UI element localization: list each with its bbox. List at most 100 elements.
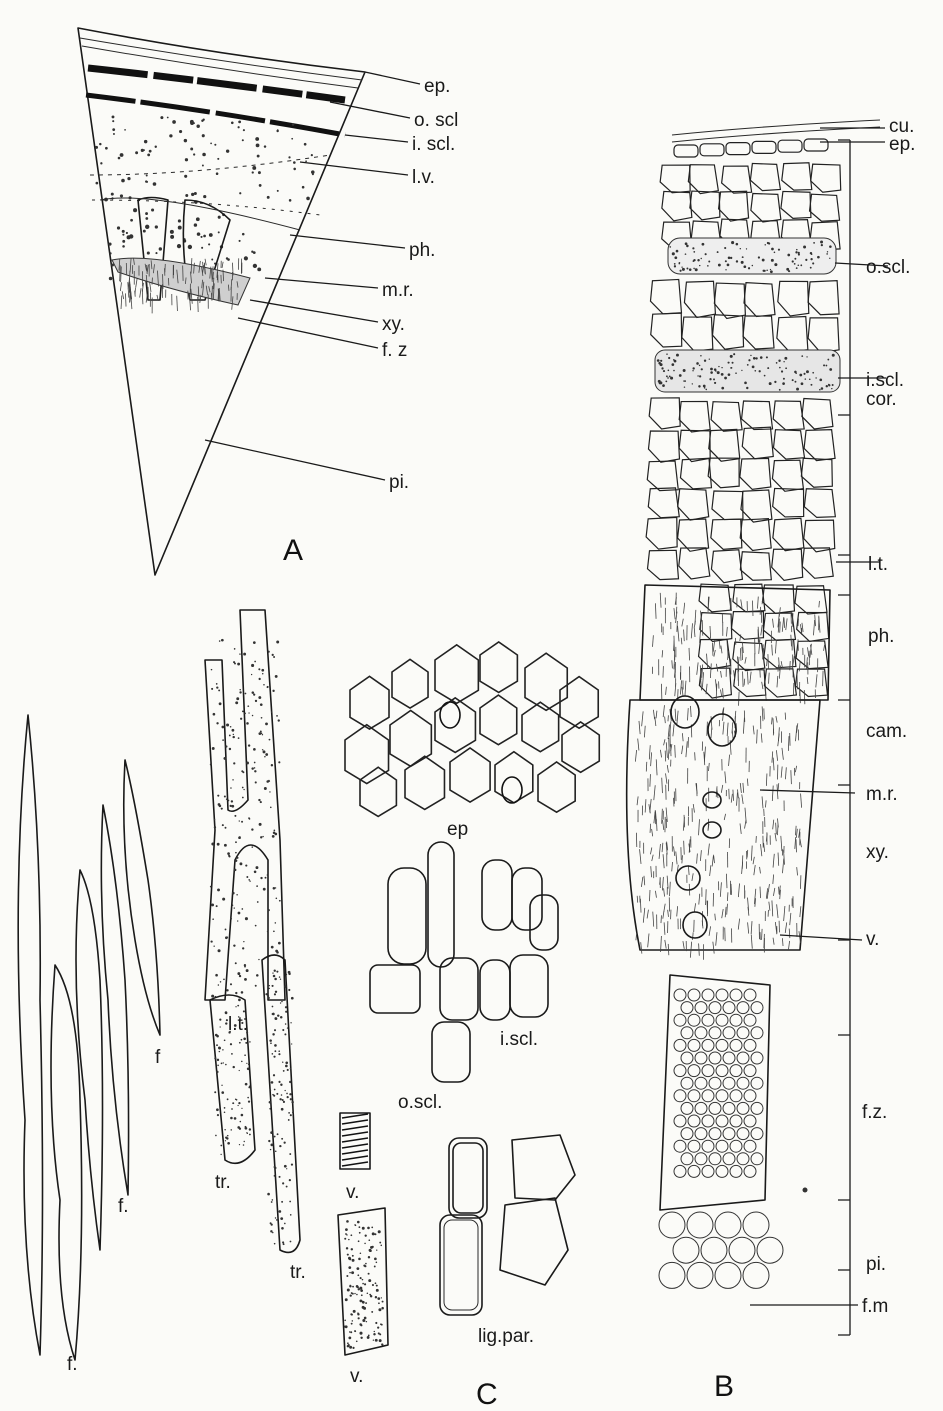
- speckle: [764, 375, 766, 377]
- xylem-hatch: [177, 296, 178, 311]
- speckle: [240, 718, 242, 720]
- speckle: [364, 1243, 366, 1245]
- xylem-hatch: [663, 911, 664, 919]
- speckle: [289, 1201, 291, 1203]
- speckle: [242, 787, 244, 789]
- epidermal-cell: [392, 659, 428, 708]
- phloem-hatch: [681, 638, 682, 645]
- speckle: [268, 988, 270, 990]
- speckle: [289, 199, 292, 202]
- speckle: [278, 942, 281, 945]
- speckle: [289, 1153, 291, 1155]
- cortex-cell: [688, 165, 718, 194]
- speckle: [660, 363, 663, 366]
- xylem-hatch: [640, 899, 641, 913]
- xylem-hatch: [704, 747, 705, 762]
- speckle: [214, 1057, 216, 1059]
- speckle: [728, 362, 730, 364]
- fz-cell: [674, 1090, 686, 1102]
- label-b-i-scl: i.scl.: [866, 370, 904, 391]
- speckle: [271, 1081, 274, 1084]
- speckle: [774, 381, 776, 383]
- speckle: [278, 1053, 280, 1055]
- speckle: [233, 734, 234, 735]
- speckle: [284, 1223, 286, 1225]
- speckle: [281, 1001, 282, 1002]
- speckle: [273, 656, 275, 658]
- speckle: [273, 975, 276, 978]
- speckle: [216, 1108, 219, 1111]
- speckle: [238, 126, 240, 128]
- speckle: [810, 267, 812, 269]
- speckle: [244, 1141, 245, 1142]
- phloem-hatch: [757, 597, 758, 609]
- speckle: [291, 138, 293, 140]
- speckle: [352, 1347, 354, 1349]
- xylem-hatch: [710, 865, 711, 876]
- speckle: [255, 985, 257, 987]
- speckle: [129, 234, 133, 238]
- speckle: [232, 736, 234, 738]
- speckle: [265, 877, 267, 879]
- speckle: [251, 664, 254, 667]
- fz-cell: [695, 1002, 707, 1014]
- speckle: [256, 974, 259, 977]
- speckle: [803, 373, 805, 375]
- speckle: [809, 378, 811, 380]
- speckle: [133, 208, 137, 212]
- speckle: [292, 1112, 294, 1114]
- phloem-hatch: [807, 677, 808, 684]
- speckle: [274, 978, 277, 981]
- speckle: [188, 245, 192, 249]
- phloem-hatch: [721, 671, 722, 678]
- fascicular-zone-cells: [674, 989, 763, 1177]
- fz-cell: [744, 989, 756, 1001]
- xylem-hatch: [773, 758, 774, 771]
- speckle: [728, 257, 731, 260]
- phloem-hatch: [675, 683, 676, 696]
- fz-cell: [695, 1077, 707, 1089]
- fz-cell: [709, 1102, 721, 1114]
- fz-cell: [751, 1027, 763, 1039]
- speckle: [160, 116, 163, 119]
- pith-cell: [743, 1212, 769, 1238]
- xylem-band: [112, 258, 250, 305]
- speckle: [787, 254, 790, 257]
- speckle: [666, 375, 668, 377]
- speckle: [730, 257, 732, 259]
- speckle: [122, 245, 125, 248]
- cortex-cell: [690, 191, 720, 220]
- xylem-hatch: [785, 767, 786, 779]
- speckle: [234, 815, 236, 817]
- speckle: [105, 147, 108, 150]
- xylem-hatch: [727, 904, 728, 915]
- cortex-cell: [740, 519, 771, 551]
- speckle: [270, 1042, 272, 1044]
- speckle: [705, 253, 707, 255]
- cortex-cell: [679, 430, 710, 461]
- speckle: [277, 1014, 279, 1016]
- speckle: [122, 230, 125, 233]
- speckle: [245, 1083, 248, 1086]
- speckle: [358, 1240, 360, 1242]
- label-c-f2: f.: [118, 1196, 129, 1217]
- speckle: [679, 262, 681, 264]
- speckle: [228, 855, 230, 857]
- xylem-hatch: [673, 846, 674, 856]
- speckle: [245, 865, 247, 867]
- speckle: [276, 1219, 278, 1221]
- label-c-lig-par: lig.par.: [478, 1326, 534, 1347]
- speckle: [681, 266, 682, 267]
- fz-cell: [730, 1165, 742, 1177]
- speckle: [284, 1142, 286, 1144]
- speckle: [269, 1108, 271, 1110]
- phloem-hatch: [775, 640, 776, 654]
- cortex-cell: [719, 191, 749, 221]
- speckle: [242, 771, 244, 773]
- speckle: [220, 1145, 222, 1147]
- fz-cell: [723, 1128, 735, 1140]
- speckle: [286, 1168, 287, 1169]
- speckle: [95, 146, 98, 149]
- speckle: [243, 789, 244, 790]
- speckle: [717, 251, 719, 253]
